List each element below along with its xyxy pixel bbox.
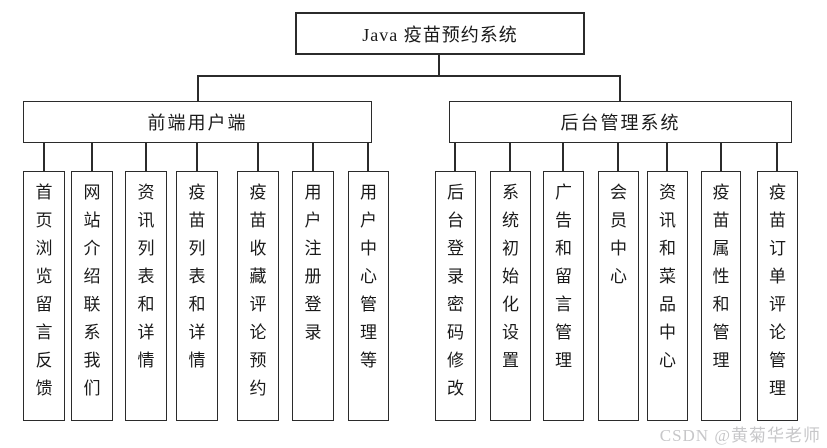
leaf-box-ad-message-manage: 广告和留言管理 <box>543 171 584 421</box>
leaf-label: 资讯和菜品中心 <box>659 183 676 370</box>
branch-backend-label: 后台管理系统 <box>560 113 681 133</box>
leaf-box-user-register-login: 用户注册登录 <box>292 171 334 421</box>
connector-leaf <box>257 143 259 171</box>
leaf-label: 后台登录密码修改 <box>447 183 464 398</box>
leaf-box-home-browse-feedback: 首页浏览留言反馈 <box>23 171 65 421</box>
leaf-label: 网站介绍联系我们 <box>83 183 101 398</box>
leaf-box-vaccine-list-detail: 疫苗列表和详情 <box>176 171 218 421</box>
leaf-label: 疫苗订单评论管理 <box>769 183 786 398</box>
connector-leaf <box>776 143 778 171</box>
root-node-box: Java 疫苗预约系统 <box>295 12 585 55</box>
leaf-label: 疫苗属性和管理 <box>712 183 730 370</box>
leaf-label: 疫苗列表和详情 <box>188 183 206 370</box>
connector-leaf <box>617 143 619 171</box>
csdn-watermark: CSDN @黄菊华老师 <box>659 426 821 445</box>
leaf-box-vaccine-order-comment-manage: 疫苗订单评论管理 <box>757 171 798 421</box>
leaf-label: 系统初始化设置 <box>502 183 519 370</box>
connector-leaf <box>367 143 369 171</box>
connector-leaf <box>509 143 511 171</box>
connector-leaf <box>145 143 147 171</box>
connector-leaf <box>666 143 668 171</box>
connector-leaf <box>562 143 564 171</box>
leaf-box-news-dish-center: 资讯和菜品中心 <box>647 171 688 421</box>
leaf-box-admin-login-password: 后台登录密码修改 <box>435 171 476 421</box>
leaf-box-user-center-manage: 用户中心管理等 <box>348 171 389 421</box>
leaf-box-site-intro-contact: 网站介绍联系我们 <box>71 171 113 421</box>
leaf-label: 疫苗收藏评论预约 <box>249 183 267 398</box>
connector-leaf <box>91 143 93 171</box>
branch-box-frontend: 前端用户端 <box>23 101 372 143</box>
connector-leaf <box>454 143 456 171</box>
leaf-label: 用户中心管理等 <box>360 183 377 370</box>
leaf-label: 会员中心 <box>610 183 627 286</box>
leaf-label: 广告和留言管理 <box>555 183 572 370</box>
connector-branch-left-drop <box>197 75 199 102</box>
connector-branch-right-drop <box>619 75 621 102</box>
connector-leaf <box>720 143 722 171</box>
leaf-box-member-center: 会员中心 <box>598 171 639 421</box>
leaf-label: 资讯列表和详情 <box>137 183 155 370</box>
connector-branch-span <box>197 75 621 77</box>
connector-leaf <box>196 143 198 171</box>
leaf-label: 用户注册登录 <box>304 183 322 342</box>
connector-leaf <box>43 143 45 171</box>
leaf-box-vaccine-attr-manage: 疫苗属性和管理 <box>701 171 741 421</box>
leaf-label: 首页浏览留言反馈 <box>35 183 53 398</box>
connector-leaf <box>312 143 314 171</box>
leaf-box-system-init-settings: 系统初始化设置 <box>490 171 531 421</box>
leaf-box-news-list-detail: 资讯列表和详情 <box>125 171 167 421</box>
branch-box-backend: 后台管理系统 <box>449 101 792 143</box>
leaf-box-vaccine-favorite-comment-book: 疫苗收藏评论预约 <box>237 171 279 421</box>
connector-root-drop <box>438 55 440 75</box>
branch-frontend-label: 前端用户端 <box>147 113 248 133</box>
root-node-label: Java 疫苗预约系统 <box>362 24 518 45</box>
